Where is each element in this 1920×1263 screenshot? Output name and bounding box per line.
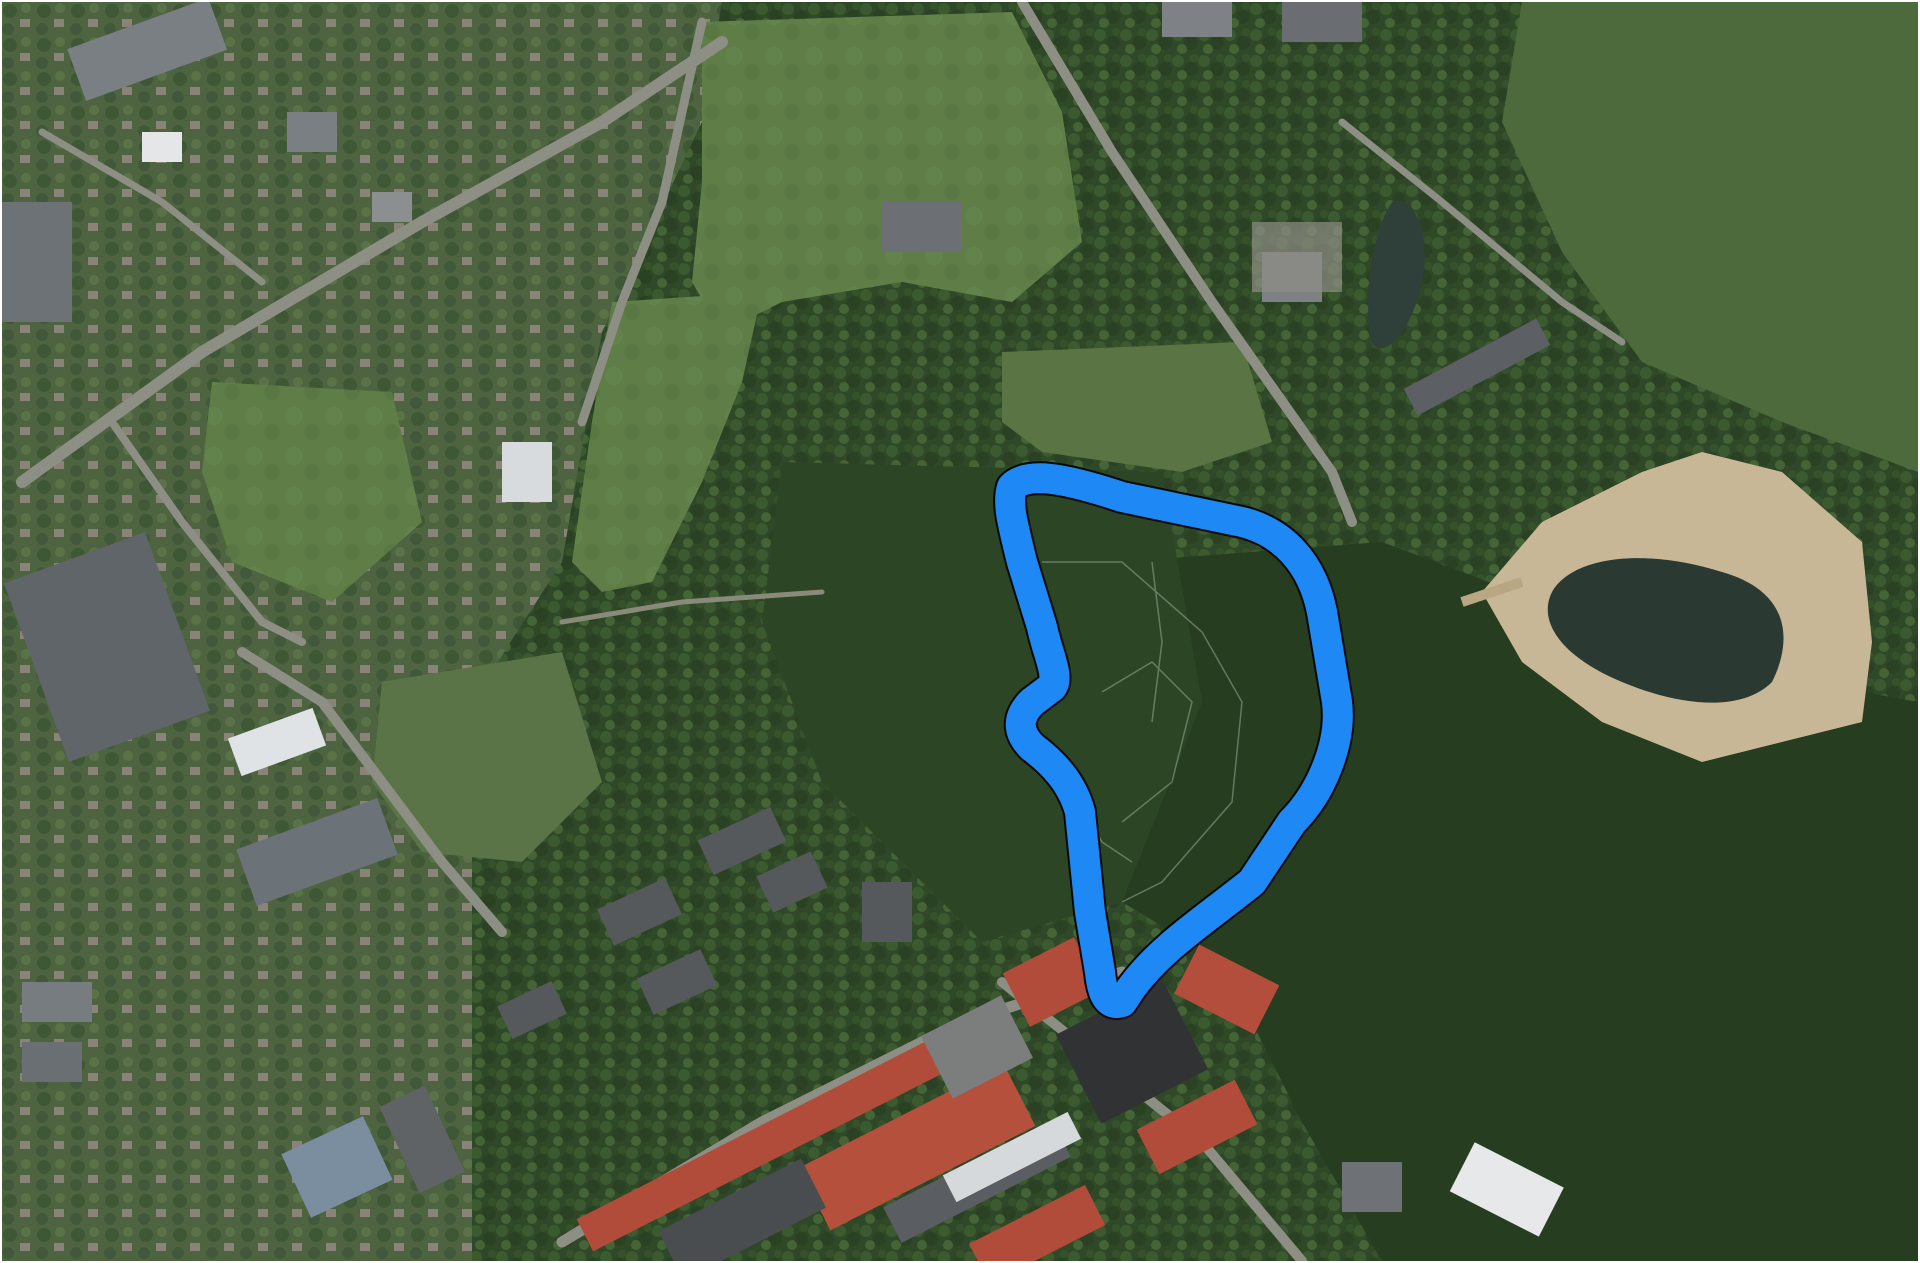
meadow-east (1002, 342, 1272, 472)
roof-red-3 (1002, 937, 1102, 1027)
ne-building-3 (1282, 2, 1362, 42)
highlighted-area-band (995, 463, 1353, 1018)
residential-area-west (2, 2, 722, 1261)
road-south-east (997, 977, 1307, 1261)
building-west-3 (236, 798, 398, 906)
block-4 (497, 981, 567, 1039)
scrubland-northeast (1502, 2, 1918, 472)
road-local-2 (1338, 118, 1626, 346)
road-north-south (577, 17, 707, 427)
parking-south (921, 995, 1033, 1099)
building-west-7 (379, 1085, 465, 1194)
roof-red-long (576, 1028, 968, 1252)
quarry-pond (1547, 558, 1784, 703)
roof-white-stripe (942, 1111, 1082, 1203)
block-6 (862, 882, 912, 942)
building-grey-southeast (1342, 1162, 1402, 1212)
buildings-west (2, 2, 962, 1218)
facility-northeast (1162, 2, 1551, 416)
building-west-5 (502, 442, 552, 502)
roof-red-5 (1136, 1079, 1258, 1175)
buildings-south-central (497, 806, 912, 1039)
warehouse-west-large (4, 532, 210, 762)
industrial-complex-south (576, 937, 1564, 1261)
building-west-12 (372, 192, 412, 222)
track-meadow (559, 589, 825, 625)
meadow-southwest (372, 652, 602, 862)
building-west-8 (22, 982, 92, 1022)
roof-grey-1 (658, 1158, 826, 1261)
ne-building-1 (1403, 318, 1551, 416)
building-west-4 (227, 707, 327, 777)
block-1 (597, 877, 682, 946)
ne-building-4 (1162, 2, 1232, 37)
meadow-central (572, 292, 762, 592)
road-west-loop (108, 418, 306, 646)
building-west-11 (287, 112, 337, 152)
building-west-10 (142, 132, 182, 162)
roof-dark-large (1055, 980, 1209, 1124)
building-west-13 (882, 202, 962, 252)
pond-north (1368, 200, 1425, 349)
road-east-diagonal (1017, 2, 1357, 527)
meadow-west (202, 382, 422, 602)
roof-red-2 (798, 1063, 1036, 1231)
building-west-6 (281, 1116, 393, 1218)
road-main-diagonal (16, 36, 728, 488)
building-west-1 (2, 202, 72, 322)
block-2 (697, 806, 787, 876)
sand-track (1460, 577, 1524, 607)
road-southwest (237, 647, 507, 937)
ne-yard (1252, 222, 1342, 292)
building-west-2 (67, 2, 228, 101)
roof-red-6 (969, 1184, 1106, 1261)
road-local-1 (38, 128, 266, 286)
meadow-north (692, 12, 1082, 332)
building-white-southeast (1449, 1142, 1564, 1237)
block-3 (756, 851, 828, 913)
block-5 (636, 949, 718, 1015)
building-west-9 (22, 1042, 82, 1082)
roof-red-4 (1174, 944, 1280, 1035)
